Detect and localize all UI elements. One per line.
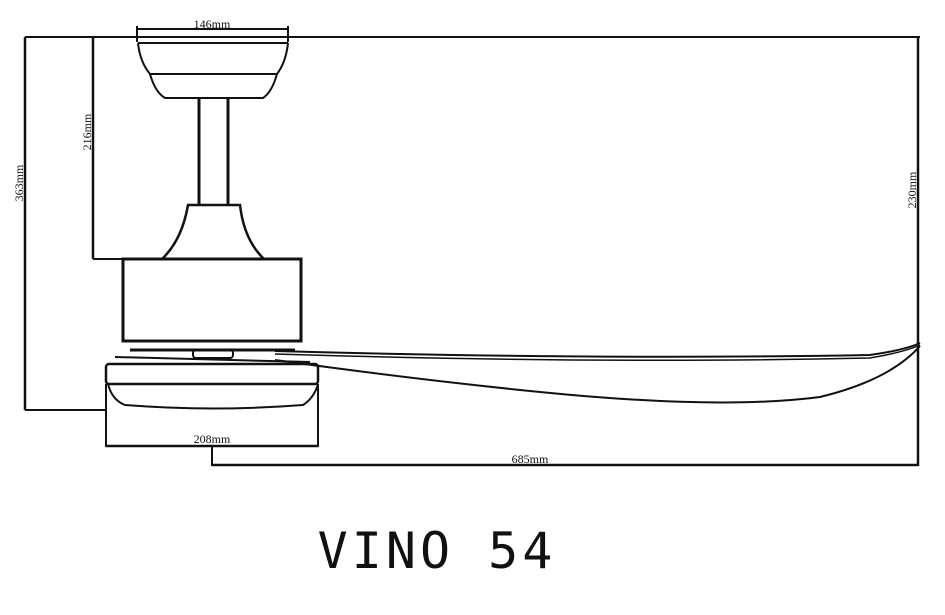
canopy-width-label: 146mm bbox=[194, 17, 231, 31]
total-height-label: 363mm bbox=[12, 164, 26, 201]
model-title: VINO 54 bbox=[318, 522, 557, 580]
light-width-label: 208mm bbox=[194, 432, 231, 446]
downrod-height-label: 216mm bbox=[80, 113, 94, 150]
motor-collar bbox=[158, 203, 268, 261]
motor-housing bbox=[121, 257, 303, 343]
blade-top bbox=[274, 342, 921, 358]
blade-height-label: 230mm bbox=[905, 171, 919, 208]
blade-bottom bbox=[274, 345, 921, 404]
canopy bbox=[136, 26, 289, 99]
blade-length-label: 685mm bbox=[512, 452, 549, 466]
